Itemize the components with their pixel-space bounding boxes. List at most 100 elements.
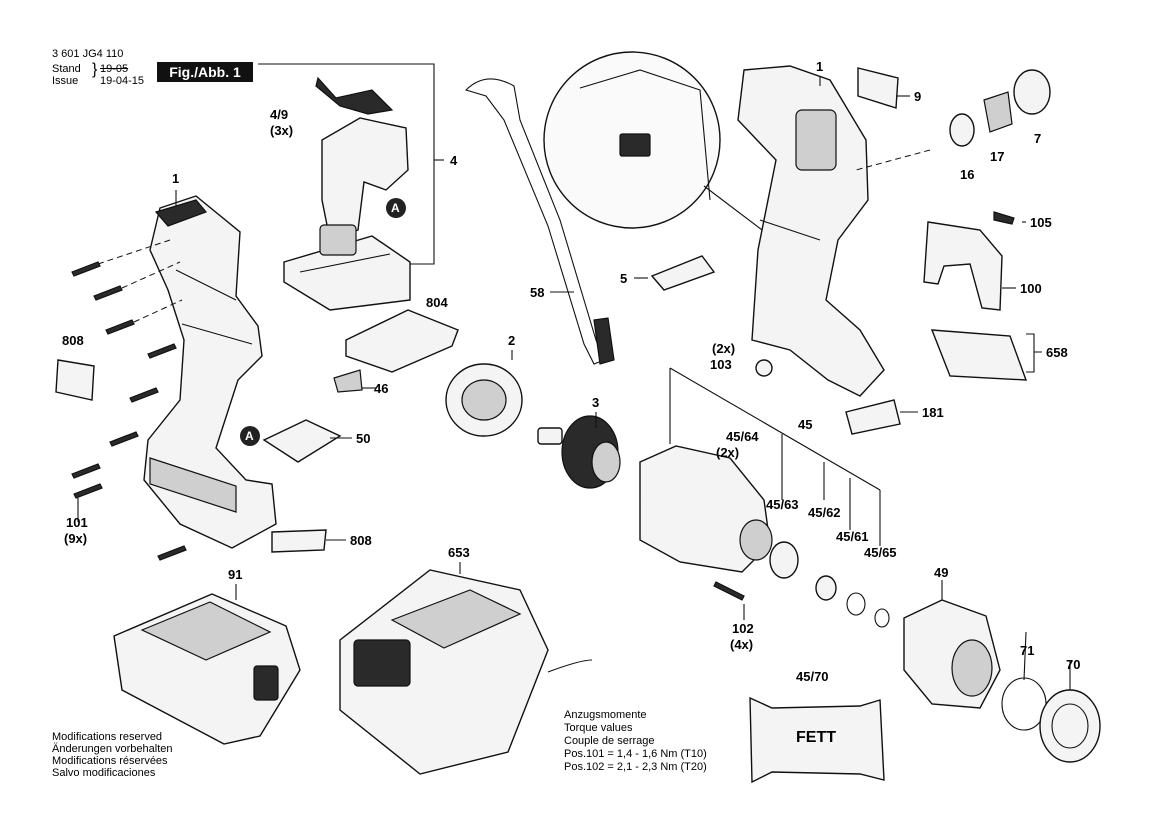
callout-2: 2 xyxy=(508,333,516,348)
footer-line-1: Modifications reserved xyxy=(52,731,163,743)
callout-45: 45 xyxy=(798,417,813,432)
part-number: 3 601 JG4 110 xyxy=(52,48,124,60)
callout-45-64: 45/64 xyxy=(726,429,759,444)
callout-bracket-4 xyxy=(258,63,435,265)
callout-49: 49 xyxy=(934,565,949,580)
callout-7: 7 xyxy=(1034,131,1042,146)
callout-181: 181 xyxy=(922,405,944,420)
screws-101 xyxy=(71,261,187,561)
nut-103-part xyxy=(755,359,773,377)
part-5 xyxy=(650,255,716,291)
charger-653-part xyxy=(339,562,593,775)
callout-9: 9 xyxy=(914,89,922,104)
plate-804-part xyxy=(345,309,459,373)
callout-45-65: 45/65 xyxy=(864,545,897,560)
label-181-part xyxy=(845,399,901,435)
torque-line-1: Anzugsmomente xyxy=(564,709,647,721)
part-17 xyxy=(983,91,1013,133)
callout-102: 102 xyxy=(732,621,754,636)
ring-45-65-part xyxy=(874,608,890,628)
marker-a-right: A xyxy=(391,201,400,215)
callout-101: 101 xyxy=(66,515,88,530)
screw-102-part xyxy=(713,581,745,601)
housing-right-half-part xyxy=(737,65,885,397)
callout-70: 70 xyxy=(1066,657,1081,672)
callout-46: 46 xyxy=(374,381,389,396)
marker-a-circle-2 xyxy=(386,198,406,218)
callout-105: 105 xyxy=(1030,215,1052,230)
callout-4-9: 4/9 xyxy=(270,107,289,122)
callout-4: 4 xyxy=(450,153,458,168)
issue-value: 19-04-15 xyxy=(100,75,145,87)
belt-clip-100-part xyxy=(923,221,1003,311)
callout-50: 50 xyxy=(356,431,371,446)
bit-holder-658-part xyxy=(930,329,1028,381)
callout-808-b: 808 xyxy=(350,533,372,548)
hammer-housing-49-part xyxy=(903,580,1001,709)
callout-658: 658 xyxy=(1046,345,1068,360)
rotor-3-part xyxy=(537,412,621,489)
footer-line-3: Modifications réservées xyxy=(52,755,168,767)
callout-102-qty: (4x) xyxy=(730,637,754,652)
grease-label: FETT xyxy=(796,729,836,746)
callout-16: 16 xyxy=(960,167,975,182)
stand-value: 19-05 xyxy=(100,63,129,75)
spring-46-part xyxy=(333,369,363,393)
callout-45-64-qty: (2x) xyxy=(716,445,740,460)
callout-1-left: 1 xyxy=(172,171,180,186)
callout-45-62: 45/62 xyxy=(808,505,841,520)
ring-45-61-part xyxy=(846,592,866,616)
callout-653: 653 xyxy=(448,545,470,560)
callout-45-70: 45/70 xyxy=(796,669,829,684)
torque-line-2: Torque values xyxy=(564,722,633,734)
callout-45-63: 45/63 xyxy=(766,497,799,512)
callout-808-a: 808 xyxy=(62,333,84,348)
callout-103: 103 xyxy=(710,357,732,372)
stand-label: Stand xyxy=(52,63,81,75)
ring-71-part xyxy=(1001,677,1047,731)
callout-91: 91 xyxy=(228,567,243,582)
torque-line-5: Pos.102 = 2,1 - 2,3 Nm (T20) xyxy=(564,761,707,773)
marker-a-left: A xyxy=(245,429,254,443)
torque-line-4: Pos.101 = 1,4 - 1,6 Nm (T10) xyxy=(564,748,707,760)
cap-70-part xyxy=(1039,689,1101,763)
part-50 xyxy=(262,419,342,463)
callout-45-61: 45/61 xyxy=(836,529,869,544)
callout-71: 71 xyxy=(1020,643,1035,658)
torque-line-3: Couple de serrage xyxy=(564,735,655,747)
callout-1-right: 1 xyxy=(816,59,824,74)
ring-45-62-part xyxy=(815,575,837,601)
callout-4-9-qty: (3x) xyxy=(270,123,294,138)
part-16 xyxy=(949,113,975,147)
callout-103-qty: (2x) xyxy=(712,341,736,356)
strap-58-part xyxy=(464,78,615,365)
callout-58: 58 xyxy=(530,285,545,300)
switch-module-part xyxy=(283,76,411,311)
housing-left-half-part xyxy=(143,195,277,549)
figure-label: Fig./Abb. 1 xyxy=(157,62,253,82)
label-808-b xyxy=(271,529,327,553)
battery-91-part xyxy=(113,584,301,745)
brace: } xyxy=(92,61,98,78)
callout-100: 100 xyxy=(1020,281,1042,296)
label-9-part xyxy=(857,67,899,109)
marker-a-circle xyxy=(240,426,260,446)
part-7 xyxy=(1013,69,1051,115)
label-808-a xyxy=(55,359,95,401)
callout-101-qty: (9x) xyxy=(64,531,88,546)
callout-5: 5 xyxy=(620,271,628,286)
grease-tube-part xyxy=(749,696,885,784)
screw-105-part xyxy=(993,211,1015,225)
detail-zoom-circle xyxy=(543,51,771,237)
footer-line-4: Salvo modificaciones xyxy=(52,767,156,779)
callout-3: 3 xyxy=(592,395,600,410)
issue-label: Issue xyxy=(52,75,79,87)
footer-line-2: Änderungen vorbehalten xyxy=(52,743,173,755)
stator-2-part xyxy=(445,350,523,437)
callout-17: 17 xyxy=(990,149,1005,164)
gear-housing-45-part xyxy=(639,367,881,573)
callout-804: 804 xyxy=(426,295,448,310)
ring-45-63-part xyxy=(769,541,799,579)
